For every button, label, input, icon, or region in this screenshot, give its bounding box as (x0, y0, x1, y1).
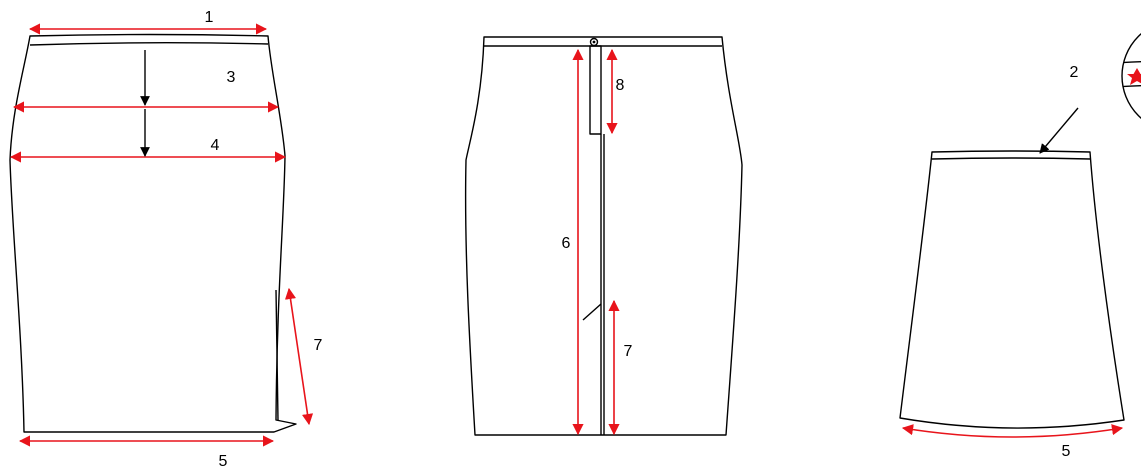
skirt-side-outline (899, 150, 1125, 429)
slit-measure-arrow (284, 287, 314, 426)
label-5-side: 5 (1062, 443, 1071, 460)
hem-measure-arrow-side (901, 424, 1124, 438)
skirt-back-outline (464, 36, 743, 436)
skirt-back-view: 8 6 7 (464, 36, 743, 436)
waistband-line (29, 42, 269, 46)
button-icon-center (592, 40, 596, 44)
label-1: 1 (205, 9, 214, 26)
label-7-back: 7 (624, 343, 633, 360)
slit-line (275, 289, 279, 421)
magnifier-pointer-arrow (1039, 107, 1079, 154)
zipper-placket (589, 45, 602, 135)
vent-fold-line (582, 303, 602, 321)
label-2: 2 (1070, 64, 1079, 81)
side-waistband-line (931, 157, 1091, 160)
star-marker-icon (1127, 68, 1141, 85)
label-8: 8 (616, 77, 625, 94)
label-4: 4 (211, 137, 220, 154)
label-7-front: 7 (314, 337, 323, 354)
label-6: 6 (562, 235, 571, 252)
skirt-front-outline (9, 33, 297, 433)
skirt-front-view: 1 3 4 7 5 (9, 9, 323, 470)
waistband-detail-magnifier (1121, 33, 1141, 119)
skirt-side-view: 2 5 (899, 33, 1141, 460)
label-5-front: 5 (219, 453, 228, 470)
label-3: 3 (227, 69, 236, 86)
